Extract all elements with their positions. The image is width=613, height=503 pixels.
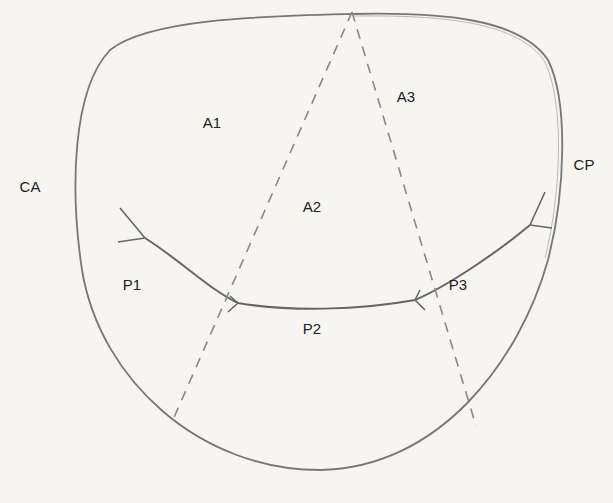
segment-divider [352, 12, 476, 426]
segment-divider [172, 12, 352, 422]
segment-label: P1 [123, 277, 141, 292]
segment-label: A3 [397, 89, 415, 104]
commissure-forks [118, 192, 552, 312]
segment-label: CA [20, 179, 41, 194]
annulus-shading [354, 16, 559, 258]
segment-label: A1 [203, 115, 221, 130]
segment-label: CP [574, 157, 595, 172]
segment-label: P2 [303, 321, 321, 336]
coaptation-line [145, 225, 530, 309]
segment-label: P3 [449, 277, 467, 292]
segment-label: A2 [303, 199, 321, 214]
annulus-outline [75, 14, 562, 470]
